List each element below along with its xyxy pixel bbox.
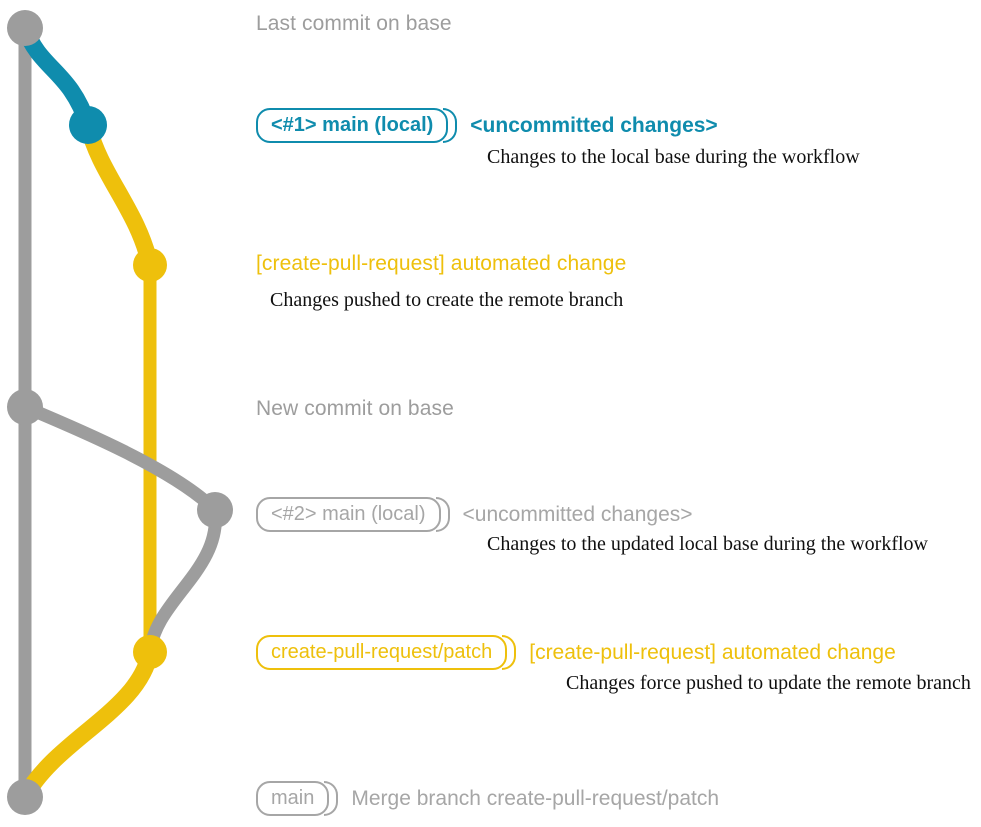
edge-basenew-to-local2 [18,400,222,517]
commit-row-remote-1: [create-pull-request] automated change [256,252,626,276]
commit-row-local-2: <#2> main (local) <uncommitted changes> [256,497,693,532]
branch-pill-local-1-label: <#1> main (local) [256,108,449,143]
commit-description-local-1: Changes to the local base during the wor… [487,146,860,168]
commit-subject-base-last: Last commit on base [256,12,452,35]
commit-node-base-last [7,10,43,46]
branch-pill-main[interactable]: main [256,781,339,816]
commit-node-local-2 [197,492,233,528]
commit-node-remote-1 [133,248,167,282]
commit-row-base-new: New commit on base [256,397,454,421]
edge-remote2-to-merge [16,643,159,806]
edge-local1-to-remote1 [79,116,159,274]
commit-node-base-new [7,389,43,425]
branch-pill-remote-2-label: create-pull-request/patch [256,635,508,670]
commit-subject-base-new: New commit on base [256,397,454,420]
commit-node-merge [7,779,43,815]
commit-description-remote-2: Changes force pushed to update the remot… [566,672,971,694]
branch-pill-local-2-label: <#2> main (local) [256,497,441,532]
branch-pill-main-label: main [256,781,330,816]
branch-pill-remote-2[interactable]: create-pull-request/patch [256,635,517,670]
commit-row-merge: main Merge branch create-pull-request/pa… [256,781,719,816]
commit-row-remote-2: create-pull-request/patch [create-pull-r… [256,635,896,670]
commit-node-local-1 [69,106,107,144]
commit-row-local-1: <#1> main (local) <uncommitted changes> [256,108,718,143]
commit-subject-remote-2: [create-pull-request] automated change [529,640,896,664]
commit-description-local-2: Changes to the updated local base during… [487,533,928,555]
edge-local2-to-remote2 [143,503,222,659]
commit-subject-local-1: <uncommitted changes> [470,113,718,137]
branch-pill-local-2[interactable]: <#2> main (local) [256,497,450,532]
commit-row-base-last: Last commit on base [256,12,452,36]
commit-subject-local-2: <uncommitted changes> [462,502,693,526]
commit-description-remote-1: Changes pushed to create the remote bran… [270,289,624,311]
commit-node-remote-2 [133,635,167,669]
commit-subject-remote-1: [create-pull-request] automated change [256,252,627,275]
commit-subject-merge: Merge branch create-pull-request/patch [351,786,720,810]
branch-pill-local-1[interactable]: <#1> main (local) [256,108,458,143]
